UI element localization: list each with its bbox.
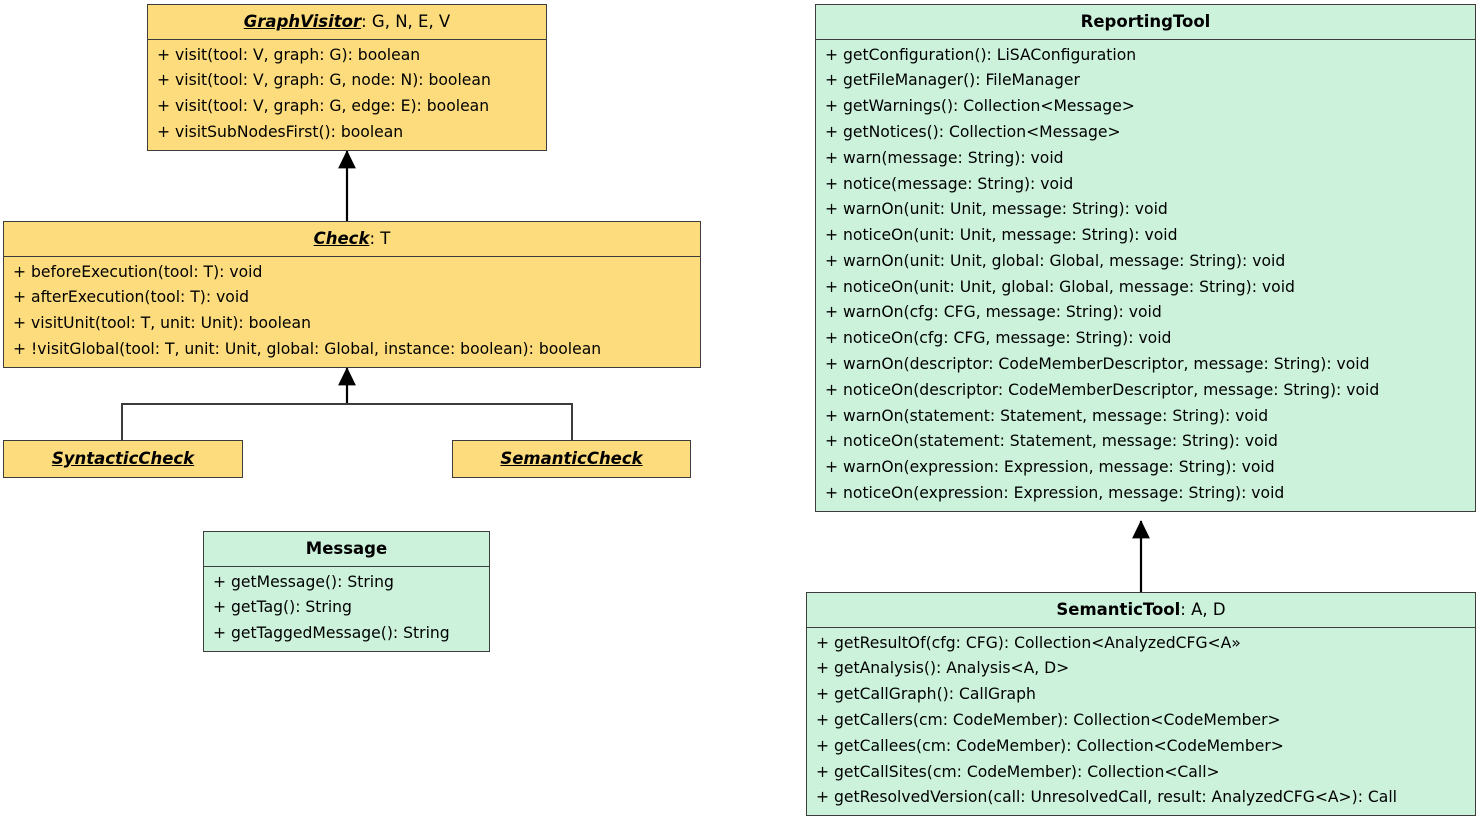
class-member: + getAnalysis(): Analysis<A, D>	[816, 659, 1070, 678]
class-name-message: Message	[305, 539, 388, 558]
class-members-semantictool: + getResultOf(cfg: CFG): Collection<Anal…	[807, 628, 1475, 815]
class-member: + beforeExecution(tool: T): void	[13, 262, 263, 281]
class-member: + noticeOn(cfg: CFG, message: String): v…	[825, 329, 1172, 348]
class-box-semanticcheck[interactable]: SemanticCheck	[452, 440, 691, 478]
class-box-check[interactable]: Check: T + beforeExecution(tool: T): voi…	[3, 221, 701, 368]
class-member: + warnOn(unit: Unit, message: String): v…	[825, 200, 1168, 219]
class-name-semanticcheck: SemanticCheck	[500, 448, 643, 468]
class-member: + warnOn(expression: Expression, message…	[825, 458, 1275, 477]
class-member: + getCallSites(cm: CodeMember): Collecti…	[816, 762, 1220, 781]
class-typeparams-check: : T	[369, 229, 391, 248]
class-member: + visit(tool: V, graph: G, node: N): boo…	[157, 71, 491, 90]
class-members-reportingtool: + getConfiguration(): LiSAConfiguration …	[816, 40, 1475, 511]
class-member: + getWarnings(): Collection<Message>	[825, 97, 1135, 116]
class-member: + warnOn(statement: Statement, message: …	[825, 406, 1269, 425]
class-box-syntacticcheck[interactable]: SyntacticCheck	[3, 440, 243, 478]
class-member: + warnOn(unit: Unit, global: Global, mes…	[825, 251, 1286, 270]
class-title-semantictool: SemanticTool: A, D	[807, 593, 1475, 628]
class-title-graphvisitor: GraphVisitor: G, N, E, V	[148, 5, 546, 40]
class-member: + getFileManager(): FileManager	[825, 71, 1080, 90]
class-member: + warnOn(descriptor: CodeMemberDescripto…	[825, 354, 1370, 373]
class-member: + visitUnit(tool: T, unit: Unit): boolea…	[13, 314, 311, 333]
class-member: + visit(tool: V, graph: G): boolean	[157, 45, 421, 64]
class-member: + visit(tool: V, graph: G, edge: E): boo…	[157, 97, 490, 116]
generalization-subchecks-to-check	[121, 367, 573, 440]
class-title-reportingtool: ReportingTool	[816, 5, 1475, 40]
class-member: + notice(message: String): void	[825, 174, 1074, 193]
class-member: + getResolvedVersion(call: UnresolvedCal…	[816, 788, 1398, 807]
class-box-graphvisitor[interactable]: GraphVisitor: G, N, E, V + visit(tool: V…	[147, 4, 547, 151]
class-title-syntacticcheck: SyntacticCheck	[4, 441, 242, 477]
class-member: + !visitGlobal(tool: T, unit: Unit, glob…	[13, 339, 602, 358]
class-member: + getCallers(cm: CodeMember): Collection…	[816, 710, 1281, 729]
class-member: + warnOn(cfg: CFG, message: String): voi…	[825, 303, 1162, 322]
class-members-check: + beforeExecution(tool: T): void + after…	[4, 257, 700, 367]
class-typeparams-graphvisitor: : G, N, E, V	[361, 12, 451, 31]
class-name-semantictool: SemanticTool	[1056, 600, 1181, 619]
class-member: + getTag(): String	[213, 598, 352, 617]
class-member: + getNotices(): Collection<Message>	[825, 122, 1121, 141]
class-box-semantictool[interactable]: SemanticTool: A, D + getResultOf(cfg: CF…	[806, 592, 1476, 816]
class-member: + noticeOn(unit: Unit, message: String):…	[825, 226, 1178, 245]
class-typeparams-semantictool: : A, D	[1180, 600, 1226, 619]
class-box-message[interactable]: Message + getMessage(): String + getTag(…	[203, 531, 490, 652]
class-box-reportingtool[interactable]: ReportingTool + getConfiguration(): LiSA…	[815, 4, 1476, 512]
class-title-message: Message	[204, 532, 489, 567]
class-members-graphvisitor: + visit(tool: V, graph: G): boolean + vi…	[148, 40, 546, 150]
class-member: + visitSubNodesFirst(): boolean	[157, 122, 404, 141]
class-member: + afterExecution(tool: T): void	[13, 288, 250, 307]
class-member: + noticeOn(expression: Expression, messa…	[825, 483, 1285, 502]
class-member: + getResultOf(cfg: CFG): Collection<Anal…	[816, 633, 1241, 652]
class-member: + getTaggedMessage(): String	[213, 624, 450, 643]
class-name-reportingtool: ReportingTool	[1080, 12, 1211, 31]
class-member: + getCallees(cm: CodeMember): Collection…	[816, 736, 1284, 755]
class-title-semanticcheck: SemanticCheck	[453, 441, 690, 477]
class-member: + noticeOn(unit: Unit, global: Global, m…	[825, 277, 1295, 296]
class-name-graphvisitor: GraphVisitor	[243, 12, 362, 31]
class-member: + noticeOn(descriptor: CodeMemberDescrip…	[825, 380, 1380, 399]
class-member: + getCallGraph(): CallGraph	[816, 685, 1036, 704]
class-member: + getMessage(): String	[213, 572, 394, 591]
class-member: + getConfiguration(): LiSAConfiguration	[825, 45, 1137, 64]
class-member: + warn(message: String): void	[825, 148, 1064, 167]
class-name-syntacticcheck: SyntacticCheck	[51, 448, 195, 468]
class-title-check: Check: T	[4, 222, 700, 257]
class-name-check: Check	[313, 229, 370, 248]
class-members-message: + getMessage(): String + getTag(): Strin…	[204, 567, 489, 651]
class-member: + noticeOn(statement: Statement, message…	[825, 432, 1278, 451]
